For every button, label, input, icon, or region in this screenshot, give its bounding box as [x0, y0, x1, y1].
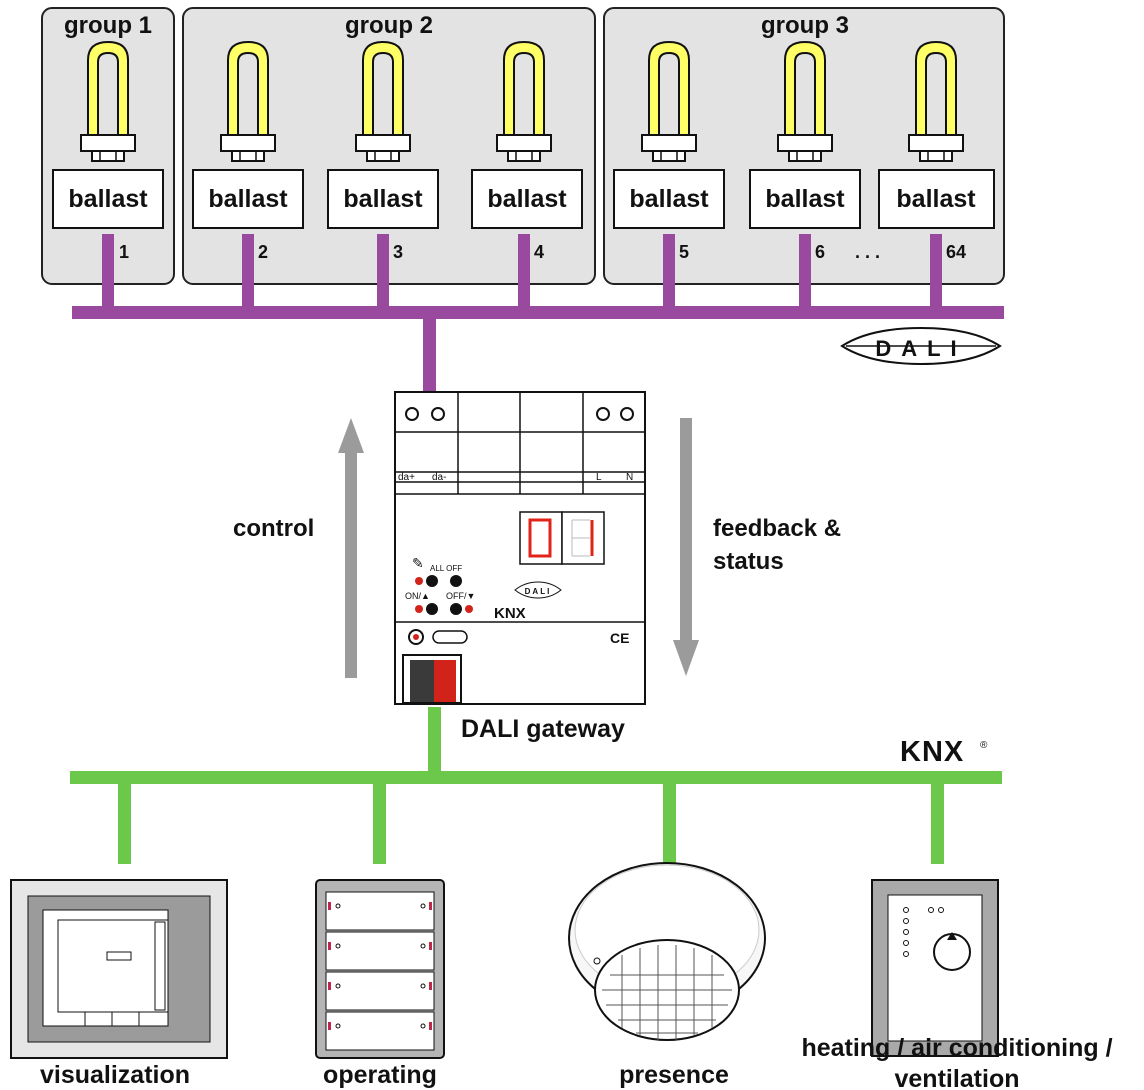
ballast-5: ballast: [613, 169, 725, 229]
knx-logo-registered: ®: [980, 740, 988, 751]
visualization-label: visualization: [40, 1061, 190, 1089]
svg-text:DALI: DALI: [875, 336, 966, 361]
feedback-arrow: [673, 418, 699, 676]
segment-display: [519, 511, 605, 565]
terminal-l: L: [596, 472, 602, 483]
ballast-number-4: 4: [534, 242, 544, 262]
ballast-2: ballast: [192, 169, 304, 229]
terminal-n: N: [626, 472, 633, 483]
ellipsis: . . .: [855, 242, 880, 262]
ballast-number-2: 2: [258, 242, 268, 262]
svg-text:ballast: ballast: [68, 185, 148, 213]
visualization-device: [10, 879, 228, 1059]
knx-logo: KNX: [900, 736, 964, 768]
off-label: OFF/▼: [446, 591, 475, 601]
ballast-number-6: 6: [815, 242, 825, 262]
all-off-label: ALL OFF: [430, 564, 462, 573]
svg-text:ballast: ballast: [487, 185, 567, 213]
svg-text:ballast: ballast: [629, 185, 709, 213]
operating-label: operating: [323, 1061, 437, 1089]
hvac-device: [871, 879, 999, 1057]
svg-text:ballast: ballast: [765, 185, 845, 213]
ballast-6: ballast: [749, 169, 861, 229]
presence-device: [568, 862, 766, 1041]
gateway-knx-logo: KNX: [494, 605, 526, 622]
ballast-64: ballast: [878, 169, 995, 229]
svg-text:ballast: ballast: [208, 185, 288, 213]
group-2-label: group 2: [345, 12, 433, 39]
control-label: control: [233, 515, 314, 542]
feedback-label-line1: feedback &: [713, 515, 841, 542]
operating-device: [315, 879, 445, 1059]
presence-label: presence: [619, 1061, 729, 1089]
gateway-label: DALI gateway: [461, 715, 625, 743]
dali-logo: DALI: [840, 326, 1002, 366]
control-arrow: [338, 418, 364, 678]
hvac-label-line1: heating / air conditioning /: [801, 1034, 1112, 1062]
ballast-number-3: 3: [393, 242, 403, 262]
gateway-buttons: ✎ ALL OFF ON/▲ OFF/▼: [405, 555, 475, 615]
dali-gateway: da+ da- L N ✎ ALL OFF: [394, 391, 646, 705]
ballast-1: ballast: [52, 169, 164, 229]
dali-bus: [72, 234, 1004, 392]
ballast-3: ballast: [327, 169, 439, 229]
feedback-label-line2: status: [713, 548, 784, 575]
knx-bus: [70, 707, 1002, 864]
ballast-number-5: 5: [679, 242, 689, 262]
hvac-label-line2: ventilation: [894, 1065, 1019, 1090]
ballast-4: ballast: [471, 169, 583, 229]
on-label: ON/▲: [405, 591, 430, 601]
svg-text:ballast: ballast: [343, 185, 423, 213]
group-1-label: group 1: [64, 12, 152, 39]
ballast-number-1: 1: [119, 242, 129, 262]
svg-text:✎: ✎: [412, 555, 424, 571]
ballast-number-64: 64: [946, 242, 966, 262]
group-3-label: group 3: [761, 12, 849, 39]
ce-mark: CE: [610, 630, 629, 646]
gateway-dali-logo: DALI: [514, 581, 562, 599]
svg-text:DALI: DALI: [525, 587, 552, 596]
svg-text:ballast: ballast: [896, 185, 976, 213]
terminal-da-minus: da-: [432, 472, 446, 483]
terminal-da-plus: da+: [398, 472, 415, 483]
